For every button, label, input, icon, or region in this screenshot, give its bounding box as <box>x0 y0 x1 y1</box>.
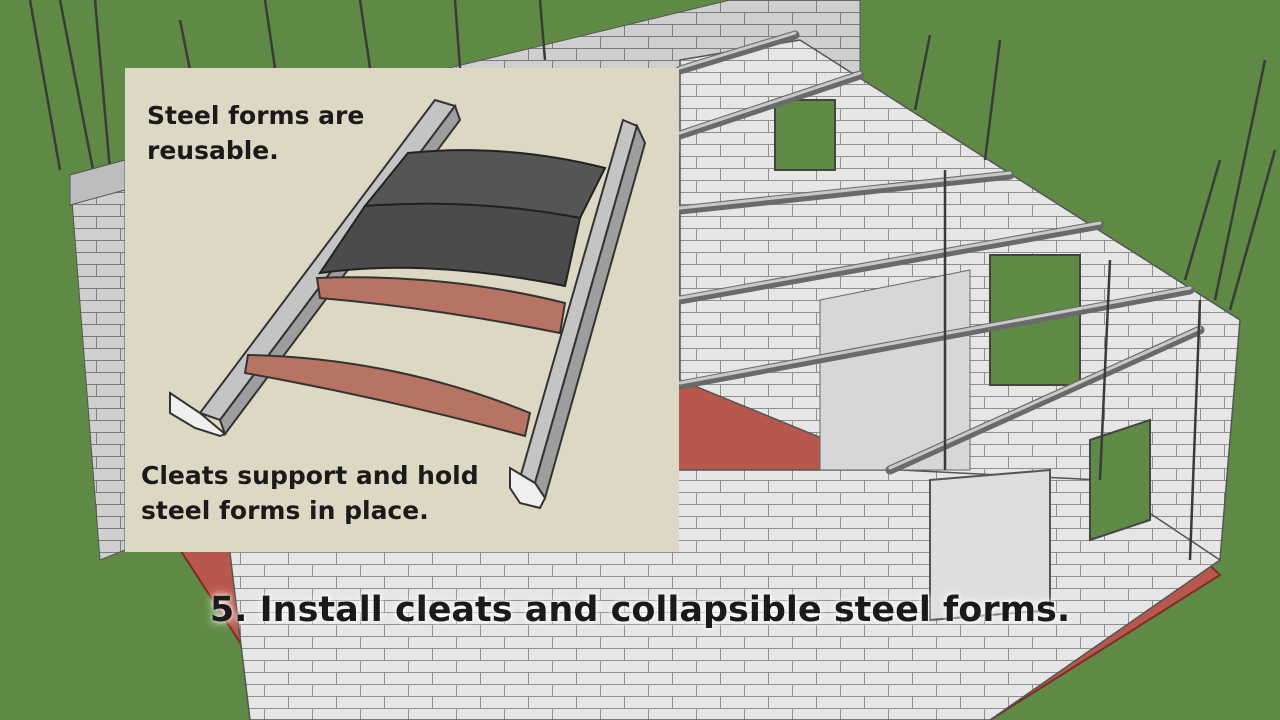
steel-form-panel <box>317 202 582 288</box>
right-rail-end <box>509 466 547 510</box>
cleats-note: Cleats support and hold steel forms in p… <box>141 461 479 525</box>
door-opening <box>929 468 1051 622</box>
step-caption: 5. Install cleats and collapsible steel … <box>209 590 1071 630</box>
roof-steel-beams <box>675 30 1205 475</box>
rebar-rods <box>28 0 1277 561</box>
steel-forms-illustration <box>169 98 647 510</box>
left-rail-end <box>169 391 227 438</box>
cleat-lower <box>243 353 532 438</box>
reusable-note: Steel forms are reusable. <box>147 101 365 165</box>
window-opening <box>1089 418 1151 542</box>
roof-steel-beam-highlights <box>678 31 1202 470</box>
interior-wall <box>819 269 971 471</box>
detail-inset-panel: Steel forms are reusable. Cleats support… <box>125 68 679 552</box>
cleat-upper <box>315 276 567 335</box>
window-opening <box>774 99 836 171</box>
